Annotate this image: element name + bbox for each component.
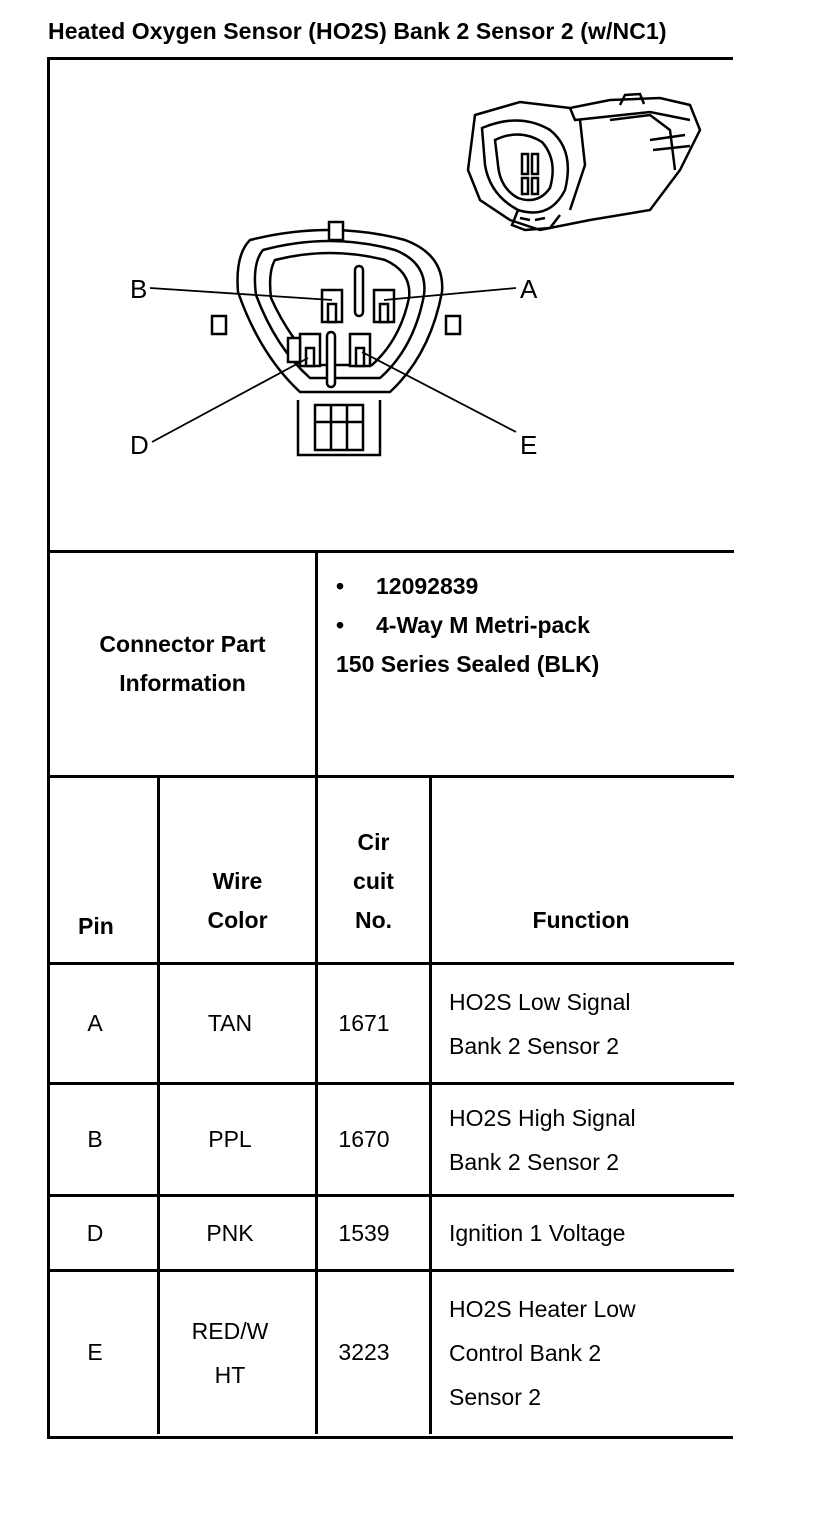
- table-row-circuit: 1670: [338, 1126, 390, 1152]
- connector-info-label: Connector Part Information: [99, 631, 266, 696]
- connector-info-item: •4-Way M Metri-pack: [336, 612, 590, 638]
- divider-diagram: [47, 550, 734, 553]
- table-row-pin: A: [87, 1010, 103, 1036]
- table-row-circuit: 3223: [338, 1339, 390, 1365]
- connector-table-frame: [47, 57, 733, 1439]
- column-divider-2: [315, 777, 318, 1434]
- connector-info-item: •12092839: [336, 573, 479, 599]
- table-row-circuit: 1671: [338, 1010, 390, 1036]
- page-title: Heated Oxygen Sensor (HO2S) Bank 2 Senso…: [48, 18, 667, 44]
- divider-connector-info: [47, 775, 734, 778]
- pin-label-d: D: [130, 430, 149, 460]
- connector-type: 4-Way M Metri-pack: [376, 612, 590, 638]
- pin-label-b: B: [130, 274, 147, 304]
- column-divider-3: [429, 777, 432, 1434]
- part-number: 12092839: [376, 573, 479, 599]
- connector-series: 150 Series Sealed (BLK): [336, 651, 600, 677]
- table-row-color: TAN: [207, 1010, 253, 1036]
- table-row-pin: B: [87, 1126, 103, 1152]
- connector-info-details: •12092839 •4-Way M Metri-pack 150 Series…: [318, 553, 730, 775]
- leader-lines: [149, 287, 517, 443]
- connector-face: [210, 220, 462, 457]
- column-divider-1: [157, 777, 160, 1434]
- connector-3d-illustration: [466, 92, 702, 232]
- table-row-circuit: 1539: [338, 1219, 390, 1246]
- divider-row-d: [47, 1269, 734, 1272]
- divider-row-a: [47, 1082, 734, 1085]
- table-row-function: Ignition 1 Voltage: [449, 1220, 626, 1246]
- divider-row-b: [47, 1194, 734, 1197]
- table-row-color: PNK: [206, 1219, 254, 1246]
- pin-label-e: E: [520, 430, 537, 460]
- table-row-pin: E: [87, 1339, 103, 1365]
- table-row-color: PPL: [208, 1126, 252, 1152]
- column-divider-info: [315, 552, 318, 778]
- connector-diagram: B A D E: [130, 92, 702, 460]
- header-function: Function: [532, 907, 630, 933]
- table-row-pin: D: [86, 1219, 104, 1246]
- header-pin: Pin: [78, 913, 114, 939]
- pin-label-a: A: [520, 274, 538, 304]
- divider-header: [47, 962, 734, 965]
